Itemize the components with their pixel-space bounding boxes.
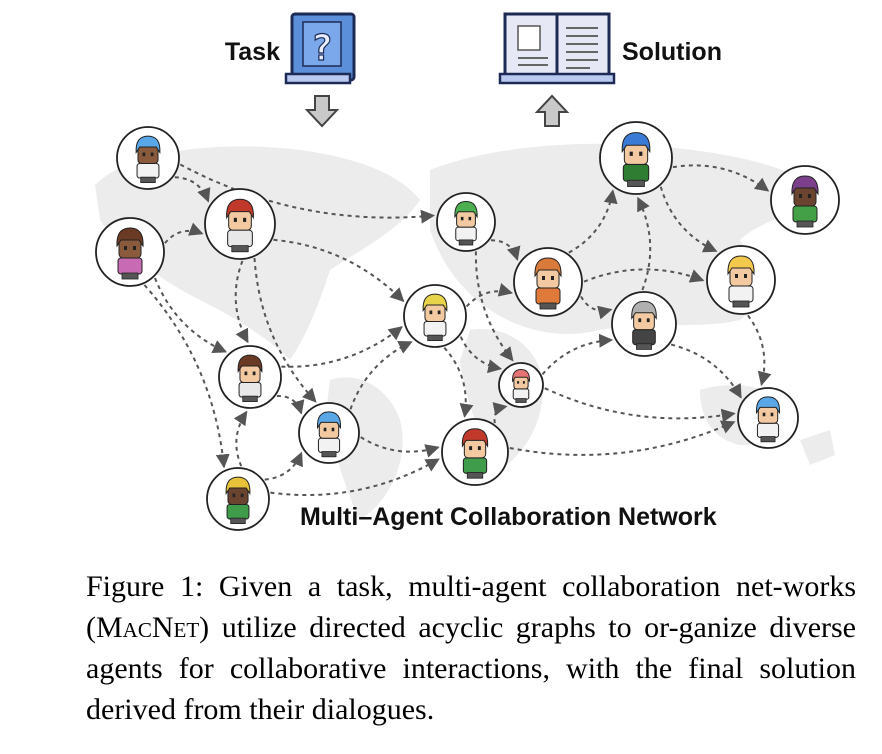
agent-node-a2 [95,217,165,287]
edge-a10-a16 [544,387,736,423]
edge-a13-a16 [670,343,742,399]
edge-a12-a15 [659,186,718,253]
edge-a11-a10 [492,402,508,424]
open-book-icon [498,12,616,85]
agent-node-a7 [436,192,496,252]
edge-a8-a9 [465,283,513,308]
edge-a3-a4 [234,260,249,344]
edge-a6-a5 [264,451,303,481]
caption-system-name: MacNet [96,611,200,644]
svg-text:?: ? [311,28,333,69]
edge-a1-a7 [179,163,436,224]
agent-node-a10 [498,362,544,408]
agent-node-a8 [403,284,467,348]
edge-a4-a5 [276,395,305,415]
edge-a5-a8 [349,340,413,410]
edge-a7-a9 [491,239,521,261]
edge-a3-a8 [273,238,405,303]
solution-label: Solution [622,38,722,66]
edge-a8-a10 [459,336,503,374]
agent-node-layer [95,121,840,531]
agent-node-a4 [218,345,282,409]
edge-a5-a11 [360,436,440,458]
edge-layer [143,163,772,497]
agent-node-a1 [116,126,180,190]
agent-node-a3 [204,188,276,260]
agent-node-a11 [441,418,509,486]
agent-node-a9 [513,247,583,317]
arrow-up-icon [534,94,570,127]
edge-a2-a4 [154,277,228,354]
agent-node-a5 [298,402,360,464]
edge-a9-a12 [568,189,618,254]
edge-a6-a4 [233,410,248,467]
agent-node-a14 [770,165,840,235]
edge-a4-a8 [281,326,403,368]
agent-node-a12 [599,121,673,195]
collaboration-diagram: ? Task Solution Multi–Agent Collaboratio… [95,12,840,531]
agent-node-a15 [706,245,776,315]
edge-a1-a3 [174,176,211,203]
edge-a2-a6 [143,284,230,469]
edge-a13-a12 [637,196,652,291]
edge-a2-a3 [164,222,204,244]
edge-a12-a14 [672,164,770,192]
edge-a9-a15 [583,268,705,283]
edge-a6-a11 [270,458,440,497]
edge-a10-a13 [541,333,614,375]
figure-caption: Figure 1: Given a task, multi-agent coll… [86,566,856,730]
caption-suffix: ) utilize directed acyclic graphs to or-… [86,611,856,726]
caption-prefix: Figure 1: Given a task, multi-agent coll… [86,570,856,644]
agent-node-a6 [206,467,270,531]
agent-node-a16 [737,387,799,449]
question-book-icon: ? [284,12,356,85]
arrow-down-icon [304,95,340,128]
edge-a7-a10 [474,251,514,362]
edge-a15-a16 [747,314,772,386]
edge-a11-a16 [509,420,736,456]
edge-a9-a13 [580,295,613,320]
agent-node-a13 [611,291,677,357]
task-label: Task [225,38,280,66]
edge-a3-a5 [253,257,317,403]
network-label: Multi–Agent Collaboration Network [300,503,717,531]
edge-a8-a11 [443,346,474,418]
